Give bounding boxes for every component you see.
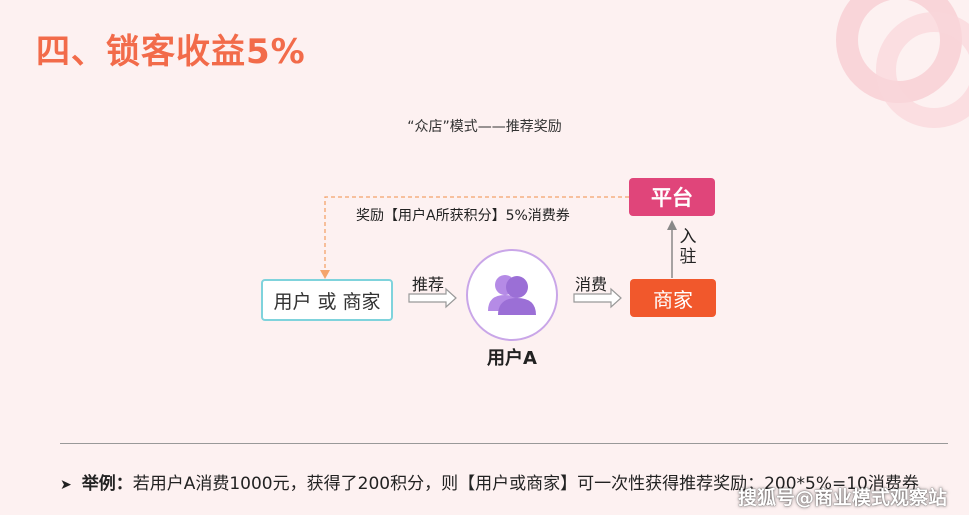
- watermark: 搜狐号@商业模式观察站: [737, 487, 947, 509]
- divider: [60, 443, 948, 444]
- settle-arrowhead: [667, 220, 677, 230]
- reward-arrowhead: [320, 270, 330, 279]
- page-title: 四、锁客收益5%: [36, 32, 306, 72]
- node-platform: 平台: [629, 178, 715, 216]
- user-a-label: 用户A: [487, 348, 537, 369]
- user-group-icon: [488, 275, 536, 315]
- triangle-right-icon: ➤: [60, 477, 72, 493]
- diagram-subtitle: “众店”模式——推荐奖励: [407, 119, 562, 135]
- node-user-or-merchant: 用户 或 商家: [261, 279, 393, 321]
- example-line: ➤ 举例：若用户A消费1000元，获得了200积分，则【用户或商家】可一次性获得推…: [60, 469, 919, 494]
- recommend-label: 推荐: [412, 275, 445, 294]
- reward-line: [324, 196, 629, 277]
- consume-label: 消费: [575, 275, 608, 294]
- consume-arrow: [573, 287, 622, 309]
- user-a-avatar: [466, 249, 558, 341]
- settle-label: 入驻: [679, 227, 697, 267]
- example-head: 举例：: [81, 474, 133, 494]
- example-text: 若用户A消费1000元，获得了200积分，则【用户或商家】可一次性获得推荐奖励：…: [132, 474, 919, 494]
- node-merchant: 商家: [630, 279, 716, 317]
- reward-label: 奖励【用户A所获积分】5%消费券: [356, 208, 570, 224]
- recommend-arrow: [408, 287, 457, 309]
- decorative-rings: [836, 0, 969, 128]
